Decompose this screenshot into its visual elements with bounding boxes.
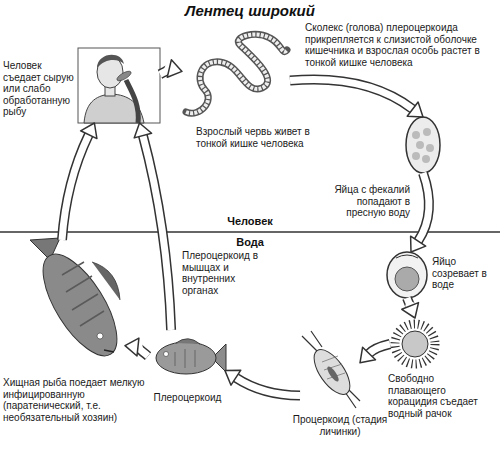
arrow-fill: [236, 378, 300, 396]
egg-illustration: [406, 117, 440, 173]
tapeworm-illustration: [186, 34, 287, 113]
stage-node: Плероцеркоид: [148, 330, 225, 388]
egg-cell: [426, 144, 434, 152]
fish-stripes: [175, 349, 195, 368]
egg-cell: [422, 155, 430, 163]
fish-body: [29, 243, 131, 367]
stage-caption: Свободно плавающего корацидия съедает во…: [388, 373, 493, 419]
coracidium-illustration: [395, 324, 435, 364]
egg-cell: [412, 152, 420, 160]
arrow-outline: [407, 298, 410, 306]
flow-arrow: [411, 173, 429, 252]
diagram-title: Лентец широкий: [0, 2, 500, 20]
arrow-fill: [369, 344, 390, 354]
tapeworm-segments: [186, 34, 287, 113]
embryo: [395, 267, 419, 291]
arrow-head: [360, 347, 376, 363]
arrow-head: [81, 123, 97, 139]
edge-label: Плероцеркоид в мышцах и внутренних орган…: [182, 250, 264, 296]
arrow-outline: [418, 173, 429, 241]
egg-lid: [396, 255, 418, 258]
stage-node: Сколекс (голова) плероцеркоида прикрепля…: [182, 30, 290, 122]
arrow-fill: [407, 298, 410, 306]
human-arm: [126, 80, 138, 123]
region-label: Человек: [0, 215, 500, 228]
arrow-outline: [62, 135, 89, 240]
fish-fin: [176, 339, 200, 344]
flow-arrow: [160, 60, 182, 77]
arrow-head: [407, 102, 423, 117]
stage-node: Свободно плавающего корацидия съедает во…: [390, 318, 440, 370]
stage-caption: Человек съедает сырую или слабо обработа…: [3, 60, 75, 118]
arrow-fill: [418, 173, 429, 241]
stage-node: Хищная рыба поедает мелкую инфицированну…: [35, 240, 125, 372]
stage-node: Яйца с фекалий попадают в пресную воду: [406, 117, 440, 173]
stage-node: Процеркоид (стадия личинки): [300, 330, 360, 412]
stage-caption: Процеркоид (стадия личинки): [280, 414, 400, 437]
stage-caption: Хищная рыба поедает мелкую инфицированну…: [3, 377, 153, 423]
flow-arrow: [402, 298, 419, 318]
fish-mouth: [104, 350, 114, 352]
copepod-illustration: [302, 331, 360, 408]
egg-cell: [416, 141, 424, 149]
arrow-head: [402, 303, 419, 318]
arrow-outline: [138, 347, 148, 356]
stage-node: Яйцо созревает в воде: [387, 252, 427, 298]
stage-caption: Плероцеркоид: [145, 392, 230, 404]
cilia: [395, 324, 435, 364]
tapeworm-body: [186, 34, 287, 113]
procercoid: [325, 365, 340, 383]
fish-body: [156, 342, 216, 374]
stage-node: Человек съедает сырую или слабо обработа…: [78, 48, 160, 123]
picture-frame: [78, 48, 160, 123]
arrow-head: [134, 123, 151, 138]
egg-shell: [387, 252, 427, 298]
stage-caption: Яйцо созревает в воде: [432, 256, 498, 291]
egg-cell: [423, 128, 431, 136]
arrow-outline: [369, 344, 390, 354]
egg-shell: [406, 117, 440, 173]
big-fish-illustration: [29, 238, 131, 367]
flow-arrow: [134, 123, 171, 330]
flow-arrow: [290, 80, 423, 117]
arrow-outline: [236, 378, 300, 396]
arrow-fill: [138, 347, 148, 356]
flow-arrow: [225, 370, 300, 395]
arrow-head: [125, 338, 139, 356]
region-label: Вода: [0, 236, 500, 249]
antenna: [302, 331, 322, 352]
human-hair: [97, 55, 124, 68]
stage-caption: Сколекс (голова) плероцеркоида прикрепля…: [305, 22, 495, 68]
flow-arrow: [125, 338, 148, 356]
arrow-fill: [62, 135, 89, 240]
arrow-head: [167, 60, 182, 77]
arrow-fill: [143, 136, 171, 330]
arrow-head: [225, 370, 241, 385]
arrow-fill: [290, 80, 413, 110]
fish-eye: [164, 352, 169, 357]
small-fish-illustration: [156, 339, 226, 374]
human-illustration: [78, 48, 160, 123]
egg-cell: [412, 131, 420, 139]
coracidium-body: [402, 331, 428, 357]
fish-eye: [97, 333, 103, 339]
mature-egg-illustration: [387, 252, 427, 298]
flow-arrow: [360, 344, 390, 363]
flow-arrow: [62, 123, 97, 240]
arrow-head: [411, 236, 426, 252]
arrow-outline: [290, 80, 413, 110]
copepod-body: [307, 344, 356, 400]
stage-caption: Взрослый червь живет в тонкой кишке чело…: [196, 126, 314, 149]
fish-stripes: [62, 262, 104, 326]
arrow-outline: [143, 136, 171, 330]
stage-caption: Яйца с фекалий попадают в пресную воду: [318, 184, 410, 219]
fish-piece: [116, 69, 133, 82]
